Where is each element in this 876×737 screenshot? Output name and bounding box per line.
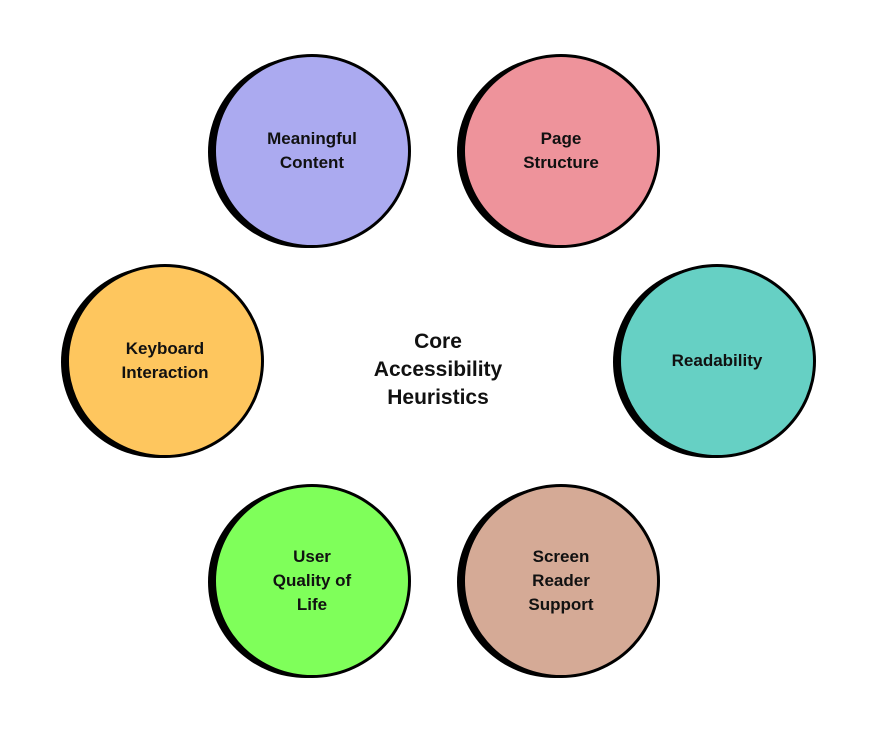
node-readability: Readability	[613, 264, 818, 460]
node-label: Page Structure	[486, 127, 636, 175]
center-title-line: Accessibility	[373, 358, 503, 381]
node-label-line: Keyboard	[125, 339, 205, 358]
node-circle: User Quality of Life	[213, 484, 411, 678]
center-title-line: Core	[414, 330, 462, 353]
node-label-line: Screen	[532, 547, 590, 566]
node-label-line: Life	[296, 595, 328, 614]
node-label-line: Readability	[671, 351, 763, 370]
node-circle: Page Structure	[462, 54, 660, 248]
node-label: Meaningful Content	[237, 127, 387, 175]
node-label-line: Content	[279, 153, 345, 172]
node-label-line: Meaningful	[267, 129, 357, 148]
node-label: User Quality of Life	[237, 545, 387, 617]
node-screen-reader-support: Screen Reader Support	[457, 484, 662, 680]
node-meaningful-content: Meaningful Content	[208, 54, 413, 250]
center-title: Core Accessibility Heuristics	[338, 328, 538, 412]
node-circle: Readability	[618, 264, 816, 458]
node-label: Keyboard Interaction	[90, 337, 240, 385]
node-label-line: Support	[528, 595, 594, 614]
node-label: Readability	[642, 349, 792, 373]
node-circle: Keyboard Interaction	[66, 264, 264, 458]
node-label-line: Reader	[532, 571, 590, 590]
node-keyboard-interaction: Keyboard Interaction	[61, 264, 266, 460]
node-label-line: Page	[540, 129, 582, 148]
node-label-line: Structure	[523, 153, 599, 172]
node-circle: Screen Reader Support	[462, 484, 660, 678]
center-title-line: Heuristics	[387, 386, 489, 409]
node-circle: Meaningful Content	[213, 54, 411, 248]
node-label-line: User	[293, 547, 331, 566]
node-page-structure: Page Structure	[457, 54, 662, 250]
node-label-line: Quality of	[272, 571, 352, 590]
node-label: Screen Reader Support	[486, 545, 636, 617]
node-user-quality-of-life: User Quality of Life	[208, 484, 413, 680]
node-label-line: Interaction	[121, 363, 209, 382]
